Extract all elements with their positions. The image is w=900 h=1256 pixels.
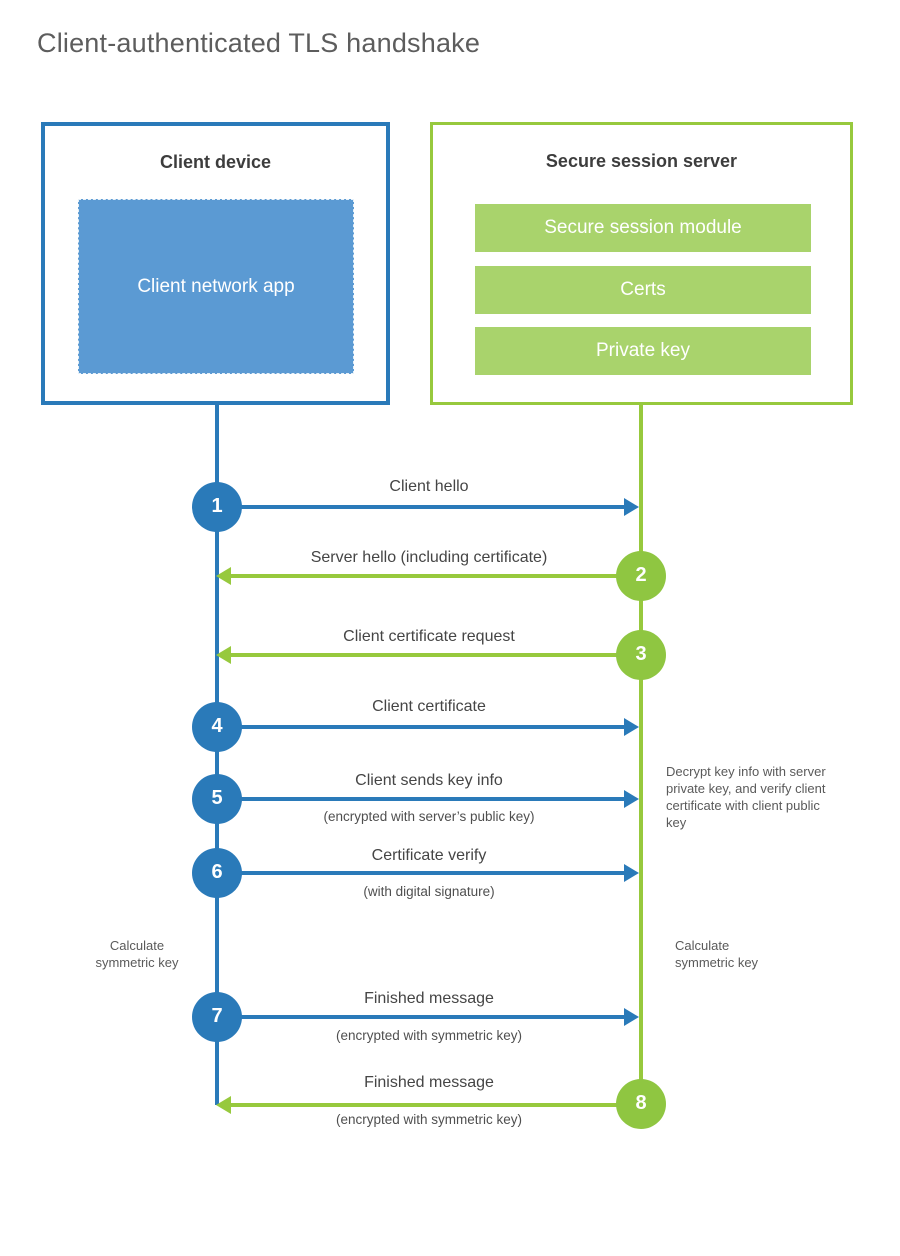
server-title: Secure session server [545, 151, 738, 171]
note-calculate-symmetric-key-client: Calculate symmetric key [95, 938, 179, 970]
server-lifeline [639, 405, 643, 1105]
label-step-1: Client hello [389, 478, 469, 495]
note-calculate-symmetric-key-server: Calculate symmetric key [675, 938, 759, 970]
client-lifeline [215, 405, 219, 1105]
step-circle-7: 7 [192, 992, 242, 1042]
step-circle-1: 1 [192, 482, 242, 532]
client-network-app-label: Client network app [137, 275, 295, 297]
sublabel-step-6: (with digital signature) [363, 884, 495, 899]
arrowhead-step-1 [624, 498, 639, 516]
step-circle-6: 6 [192, 848, 242, 898]
client-device-box: Client device Client network app [41, 122, 390, 405]
sublabel-step-8: (encrypted with symmetric key) [335, 1112, 523, 1127]
arrow-step-1 [230, 505, 626, 509]
label-step-5: Client sends key info [355, 772, 503, 789]
arrowhead-step-7 [624, 1008, 639, 1026]
arrowhead-step-2 [216, 567, 231, 585]
client-network-app-box: Client network app [78, 199, 354, 374]
arrowhead-step-8 [216, 1096, 231, 1114]
server-module-certs: Certs [475, 266, 811, 314]
step-circle-3: 3 [616, 630, 666, 680]
server-module-secure-session: Secure session module [475, 204, 811, 252]
arrowhead-step-5 [624, 790, 639, 808]
arrow-step-6 [230, 871, 626, 875]
server-module-private-key: Private key [475, 327, 811, 375]
arrow-step-4 [230, 725, 626, 729]
label-step-6: Certificate verify [371, 847, 487, 864]
step-circle-4: 4 [192, 702, 242, 752]
label-step-3: Client certificate request [343, 628, 515, 645]
step-circle-8: 8 [616, 1079, 666, 1129]
arrow-step-8 [231, 1103, 622, 1107]
client-device-title: Client device [159, 152, 272, 172]
arrowhead-step-6 [624, 864, 639, 882]
arrow-step-2 [231, 574, 622, 578]
note-decrypt-key-info: Decrypt key info with server private key… [666, 764, 826, 830]
arrow-step-7 [230, 1015, 626, 1019]
step-circle-5: 5 [192, 774, 242, 824]
server-box: Secure session server Secure session mod… [430, 122, 853, 405]
step-circle-2: 2 [616, 551, 666, 601]
arrow-step-5 [230, 797, 626, 801]
sublabel-step-5: (encrypted with server’s public key) [323, 809, 535, 824]
label-step-8: Finished message [364, 1074, 494, 1091]
label-step-2: Server hello (including certificate) [310, 549, 548, 566]
arrowhead-step-3 [216, 646, 231, 664]
arrow-step-3 [231, 653, 622, 657]
arrowhead-step-4 [624, 718, 639, 736]
label-step-7: Finished message [364, 990, 494, 1007]
label-step-4: Client certificate [372, 698, 486, 715]
page-title: Client-authenticated TLS handshake [37, 28, 481, 58]
sublabel-step-7: (encrypted with symmetric key) [335, 1028, 523, 1043]
